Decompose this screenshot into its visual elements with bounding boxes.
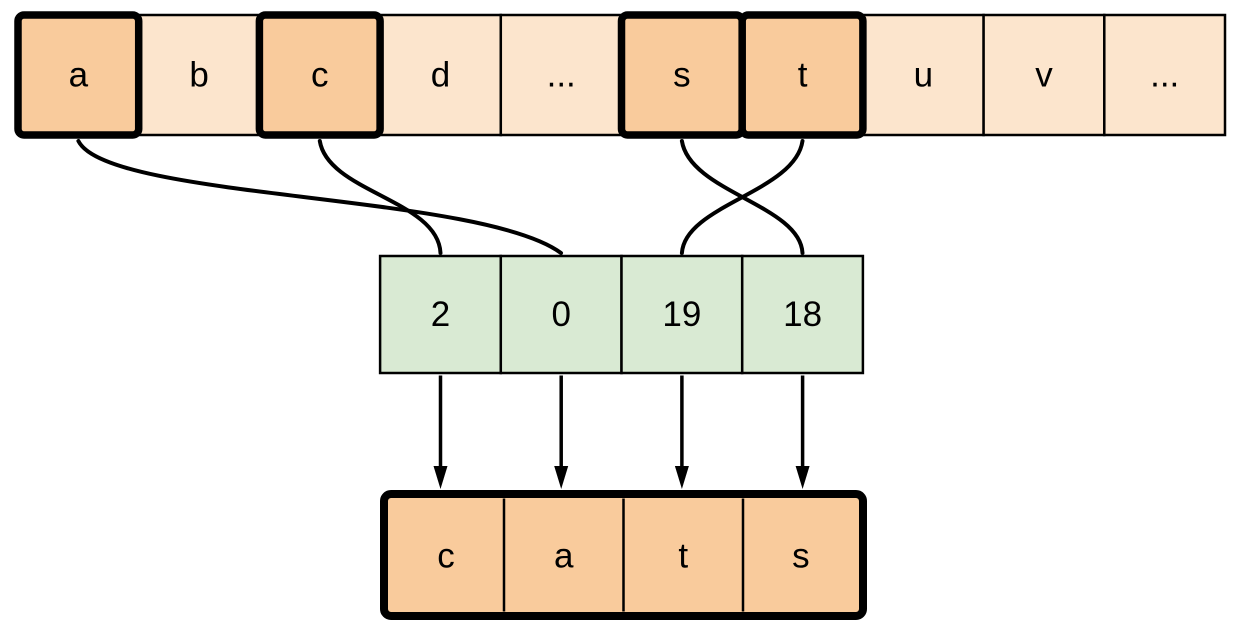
alphabet-cell-v xyxy=(982,13,1106,137)
alphabet-cell-t-highlighted xyxy=(738,11,867,139)
alphabet-cell-c-highlighted xyxy=(255,11,384,139)
output-label-c: c xyxy=(437,537,455,576)
alphabet-label-s: s xyxy=(673,56,691,95)
index-cell-18 xyxy=(740,254,865,375)
connector-t-to-index-19 xyxy=(679,139,805,255)
index-label-18: 18 xyxy=(783,295,822,334)
arrowhead-to-output-t xyxy=(674,466,689,489)
connector-a-to-index-0 xyxy=(76,139,563,255)
alphabet-cell-b xyxy=(137,13,261,137)
alphabet-label-c: c xyxy=(311,56,329,95)
alphabet-cell-d xyxy=(378,13,503,137)
letter-to-index-connectors xyxy=(76,139,805,255)
arrowhead-to-output-c xyxy=(433,466,448,489)
alphabet-label-ellipsis-2: ... xyxy=(1150,56,1179,95)
arrowhead-to-output-a xyxy=(554,466,569,489)
index-to-output-arrows xyxy=(433,375,810,489)
output-label-a: a xyxy=(554,537,574,576)
output-row: c a t s xyxy=(380,490,867,620)
output-label-t: t xyxy=(678,537,688,576)
alphabet-label-u: u xyxy=(914,56,933,95)
alphabet-label-t: t xyxy=(798,56,808,95)
alphabet-label-d: d xyxy=(431,56,450,95)
alphabet-cell-ellipsis-1 xyxy=(499,13,623,137)
index-cell-2 xyxy=(378,254,503,375)
alphabet-label-a: a xyxy=(69,56,89,95)
alphabet-cell-ellipsis-2 xyxy=(1103,13,1227,137)
index-label-19: 19 xyxy=(662,295,701,334)
output-label-s: s xyxy=(792,537,810,576)
alphabet-label-b: b xyxy=(189,56,208,95)
index-label-2: 2 xyxy=(431,295,450,334)
connector-c-to-index-2 xyxy=(317,139,443,255)
index-label-0: 0 xyxy=(551,295,570,334)
index-row: 2 0 19 18 xyxy=(378,254,865,375)
arrowhead-to-output-s xyxy=(795,466,810,489)
alphabet-row: a b c d ... s t u v ... xyxy=(14,11,1227,139)
alphabet-label-v: v xyxy=(1035,56,1053,95)
alphabet-label-ellipsis-1: ... xyxy=(547,56,576,95)
alphabet-cell-a-highlighted xyxy=(14,11,143,139)
index-cell-19 xyxy=(620,254,744,375)
